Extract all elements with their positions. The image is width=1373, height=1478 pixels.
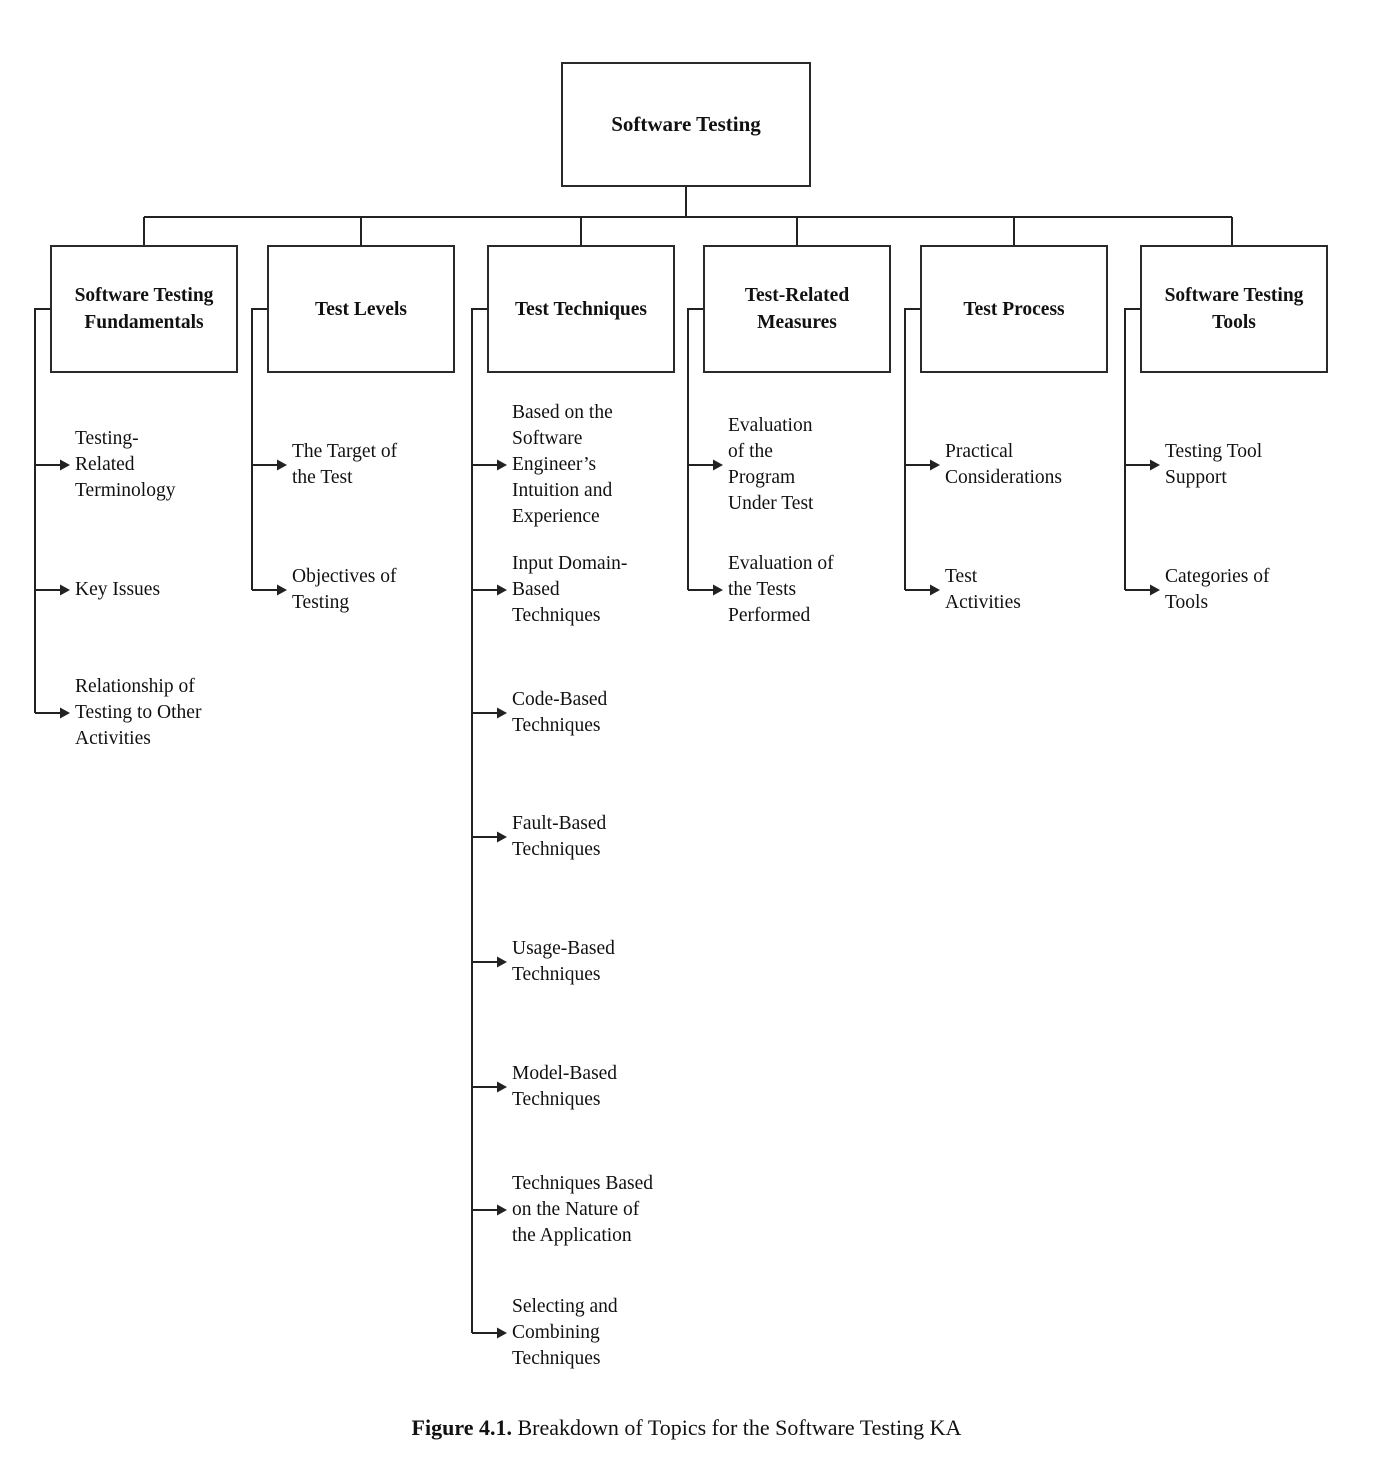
figure-caption: Figure 4.1. Breakdown of Topics for the …: [0, 1415, 1373, 1441]
topic-leaf-objectives-of-testing: Objectives of Testing: [292, 566, 397, 613]
category-box-test-process: Test Process: [920, 245, 1108, 373]
category-label: Test-Related Measures: [744, 285, 850, 333]
arrowhead-icon: [497, 1204, 507, 1216]
category-label: Test Process: [963, 298, 1065, 320]
arrowhead-icon: [497, 1081, 507, 1093]
category-label: Test Levels: [315, 298, 407, 320]
topic-leaf-testing-tool-support: Testing Tool Support: [1165, 441, 1263, 488]
category-box-test-related-measures: Test-Related Measures: [703, 245, 891, 373]
arrowhead-icon: [1150, 584, 1160, 596]
arrowhead-icon: [930, 584, 940, 596]
arrowhead-icon: [497, 459, 507, 471]
topic-leaf-testing-related-terminology: Testing- Related Terminology: [75, 428, 176, 501]
arrowhead-icon: [713, 459, 723, 471]
arrowhead-icon: [497, 956, 507, 968]
root-box-label: Software Testing: [611, 112, 761, 136]
topic-leaf-evaluation-tests-performed: Evaluation of the Tests Performed: [728, 553, 834, 626]
topic-leaf-usage-based: Usage-Based Techniques: [512, 938, 615, 985]
topic-leaf-code-based: Code-Based Techniques: [512, 689, 608, 736]
topic-leaf-intuition-and-experience: Based on the Software Engineer’s Intuiti…: [512, 402, 613, 527]
arrowhead-icon: [930, 459, 940, 471]
arrowhead-icon: [277, 459, 287, 471]
category-box-software-testing-tools: Software Testing Tools: [1140, 245, 1328, 373]
topic-leaf-relationship-of-testing: Relationship of Testing to Other Activit…: [75, 676, 202, 749]
figure-caption-number: Figure 4.1.: [411, 1415, 512, 1440]
topic-leaf-target-of-the-test: The Target of the Test: [292, 441, 398, 488]
topic-leaf-nature-of-application: Techniques Based on the Nature of the Ap…: [512, 1173, 654, 1246]
arrowhead-icon: [497, 707, 507, 719]
arrowhead-icon: [713, 584, 723, 596]
arrowhead-icon: [497, 1327, 507, 1339]
topic-leaf-practical-considerations: Practical Considerations: [945, 441, 1062, 488]
arrowhead-icon: [1150, 459, 1160, 471]
arrowhead-icon: [60, 584, 70, 596]
arrowhead-icon: [497, 831, 507, 843]
category-box-software-testing-fundamentals: Software Testing Fundamentals: [50, 245, 238, 373]
arrowhead-icon: [60, 459, 70, 471]
topic-leaf-fault-based: Fault-Based Techniques: [512, 813, 607, 860]
category-box-test-techniques: Test Techniques: [487, 245, 675, 373]
topic-leaf-test-activities: Test Activities: [945, 566, 1021, 613]
topic-leaf-evaluation-program-under-test: Evaluation of the Program Under Test: [728, 415, 814, 514]
tree-connector-path: [34, 187, 1233, 1334]
root-box-software-testing: Software Testing: [561, 62, 811, 187]
category-box-test-levels: Test Levels: [267, 245, 455, 373]
figure-caption-text: Breakdown of Topics for the Software Tes…: [511, 1415, 962, 1440]
topic-leaf-categories-of-tools: Categories of Tools: [1165, 566, 1270, 613]
category-label: Software Testing Fundamentals: [74, 285, 214, 333]
category-label: Software Testing Tools: [1164, 285, 1304, 333]
topic-leaf-input-domain-based: Input Domain- Based Techniques: [512, 553, 628, 626]
topic-leaf-key-issues: Key Issues: [75, 579, 161, 600]
arrowhead-icon: [497, 584, 507, 596]
topic-leaf-selecting-combining: Selecting and Combining Techniques: [512, 1296, 618, 1369]
topic-leaf-model-based: Model-Based Techniques: [512, 1063, 618, 1110]
arrowhead-icon: [277, 584, 287, 596]
arrowhead-icon: [60, 707, 70, 719]
category-label: Test Techniques: [514, 298, 648, 320]
